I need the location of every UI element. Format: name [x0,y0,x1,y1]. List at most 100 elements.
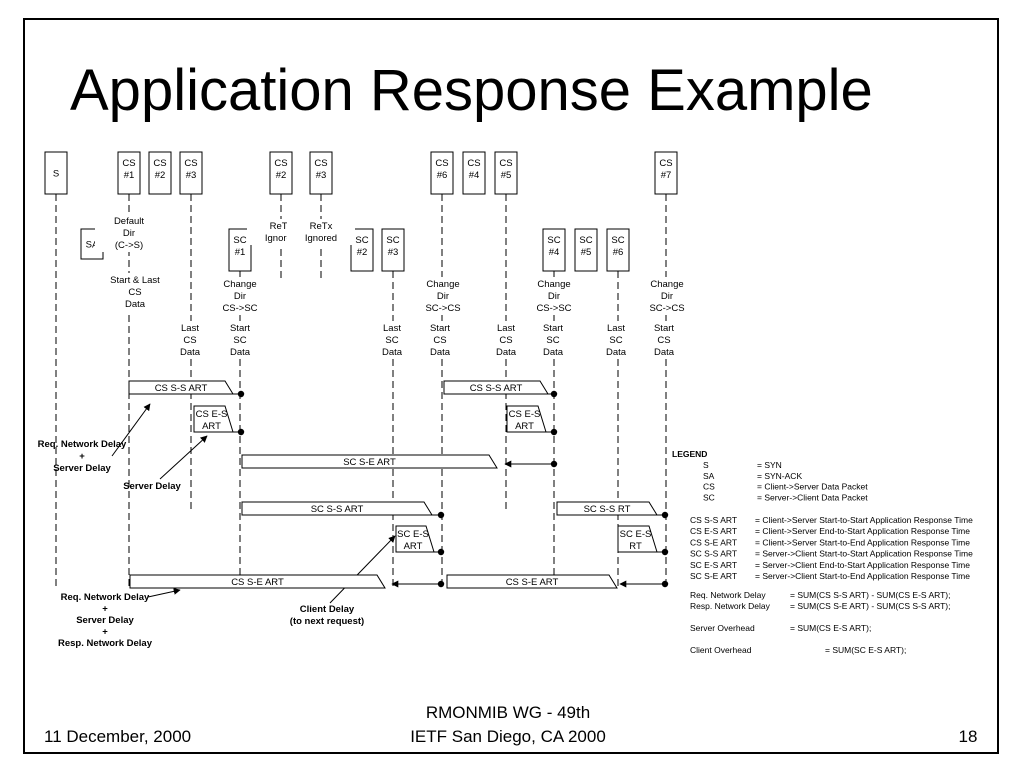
annotation-retx-ignored-1-line-2: Ignored [265,233,297,244]
annotation-last-cs-2-line-3: Data [496,347,517,358]
legend-metric-term-3: CS S-E ART [690,537,737,547]
annotation-default-dir-bg [95,214,163,252]
packet-cs7 [654,151,678,195]
measure-cs-es-art-2-label-line-2: ART [515,421,534,432]
packet-cs1 [117,151,141,195]
annotation-start-cs-2-line-1: Start [654,323,674,334]
measure-sc-se-art-1-label: SC S-E ART [343,457,396,468]
packet-sc5 [574,228,598,272]
packet-cs1-label-line-2: #1 [124,170,135,181]
callout-req-net-server-resp-line-5: Resp. Network Delay [58,638,153,649]
callout-req-net-server-resp-line-3: Server Delay [76,615,134,626]
annotation-default-dir-line-1: Default [114,216,144,227]
annotation-change-dir-3-line-2: Dir [548,291,560,302]
legend-metric-def-2: = Client->Server End-to-Start Applicatio… [755,526,970,536]
measure-sc-ss-art-2-label: SC S-S RT [584,504,631,515]
cs-se-arrow-1-dot [437,580,445,588]
packet-sc2-label-line-1: SC [355,235,368,246]
packet-cs3-retx-label-line-1: CS [314,158,327,169]
measure-sc-ss-art-2-dot [661,511,669,519]
measure-sc-es-art-1-label-line-2: ART [404,541,423,552]
annotation-change-dir-2-bg [409,277,477,315]
measure-sc-ss-art-1 [241,501,433,516]
measure-cs-es-art-1-dot [237,428,245,436]
legend-abbrev-def-3: = Client->Server Data Packet [757,482,868,492]
callout-req-net-server-resp-line-4: + [102,627,108,638]
legend-metric-term-4: SC S-S ART [690,549,737,559]
annotation-default-dir-line-3: (C->S) [115,240,143,251]
annotation-retx-ignored-2-line-1: ReTx [310,221,333,232]
packet-cs5-label-line-1: CS [499,158,512,169]
legend-formula-term-3: Server Overhead [690,623,755,633]
callout-req-net-server-resp-line-1: Req. Network Delay [61,592,150,603]
measure-cs-es-art-1 [193,405,234,433]
packet-cs4-label-line-1: CS [467,158,480,169]
annotation-last-cs-2-line-2: CS [499,335,512,346]
legend-abbrev-def-2: = SYN-ACK [757,471,802,481]
legend-abbrev-term-2: SA [703,471,715,481]
legend-metric-term-2: CS E-S ART [690,526,737,536]
packet-sc5-label-line-1: SC [579,235,592,246]
annotation-change-dir-1-line-1: Change [223,279,256,290]
packet-cs2-retx-label-line-1: CS [274,158,287,169]
annotation-start-sc-1-line-1: Start [230,323,250,334]
packet-cs6-label-line-1: CS [435,158,448,169]
annotation-last-sc-1-line-2: SC [385,335,398,346]
legend-formula-term-4: Client Overhead [690,645,752,655]
measure-sc-ss-art-1-label: SC S-S ART [311,504,364,515]
packet-cs1-label-line-1: CS [122,158,135,169]
legend-metric-def-1: = Client->Server Start-to-Start Applicat… [755,515,973,525]
annotation-start-cs-1-line-3: Data [430,347,451,358]
annotation-start-cs-2-bg [630,321,698,359]
packet-cs3 [179,151,203,195]
annotation-start-cs-2-line-2: CS [657,335,670,346]
callout-req-net-server-1-line-1: Req. Network Delay [38,439,127,450]
annotation-last-cs-1-line-2: CS [183,335,196,346]
measure-sc-se-art-1 [241,454,498,469]
annotation-start-last-cs-line-2: CS [128,287,141,298]
packet-boxes [44,151,678,589]
measure-cs-es-art-2 [506,405,547,433]
annotation-start-sc-2-line-1: Start [543,323,563,334]
page-number: 18 [959,727,978,746]
annotation-start-sc-1-line-3: Data [230,347,251,358]
legend-formula-def-2: = SUM(CS S-E ART) - SUM(CS S-S ART); [790,601,951,611]
packet-cs2-label-line-1: CS [153,158,166,169]
legend-abbrev-def-1: = SYN [757,460,782,470]
packet-s-label: S [53,169,59,180]
legend-abbrev-term-4: SC [703,492,715,502]
legend-metric-term-6: SC S-E ART [690,571,737,581]
annotation-start-sc-2-line-2: SC [546,335,559,346]
packet-cs7-label-line-2: #7 [661,170,672,181]
cs-se-arrow-2-dot [661,580,669,588]
packet-sc2 [350,228,374,272]
legend-formula-def-3: = SUM(CS E-S ART); [790,623,871,633]
callout-req-net-server-1-arrow [111,403,151,457]
annotation-start-last-cs-bg [101,273,169,311]
measure-sc-ss-art-1-dot [437,511,445,519]
annotation-start-sc-1-line-2: SC [233,335,246,346]
measure-sc-es-art-2-label-line-2: RT [629,541,642,552]
annotation-last-sc-2-line-1: Last [607,323,625,334]
legend-formula-term-2: Resp. Network Delay [690,601,771,611]
packet-sc3-label-line-1: SC [386,235,399,246]
measure-cs-se-art-1-label: CS S-E ART [231,577,284,588]
footer-org-line1: RMONMIB WG - 49th [426,703,590,722]
legend-formula-def-4: = SUM(SC E-S ART); [825,645,906,655]
callout-req-net-server-resp-line-2: + [102,604,108,615]
measure-cs-se-art-2-label: CS S-E ART [506,577,559,588]
legend-title: LEGEND [672,449,707,459]
packet-cs6-label-line-2: #6 [437,170,448,181]
callout-server-delay-arrow [159,435,208,480]
legend-abbrev-term-3: CS [703,482,715,492]
packet-sc6 [606,228,630,272]
packet-sc4 [542,228,566,272]
measure-cs-ss-art-2 [443,380,549,395]
annotation-start-cs-1-line-1: Start [430,323,450,334]
annotation-last-sc-1-line-3: Data [382,347,403,358]
measure-sc-es-art-2-dot [661,548,669,556]
annotation-start-sc-2-line-3: Data [543,347,564,358]
packet-sc4-label-line-2: #4 [549,247,560,258]
annotation-last-cs-1-line-1: Last [181,323,199,334]
